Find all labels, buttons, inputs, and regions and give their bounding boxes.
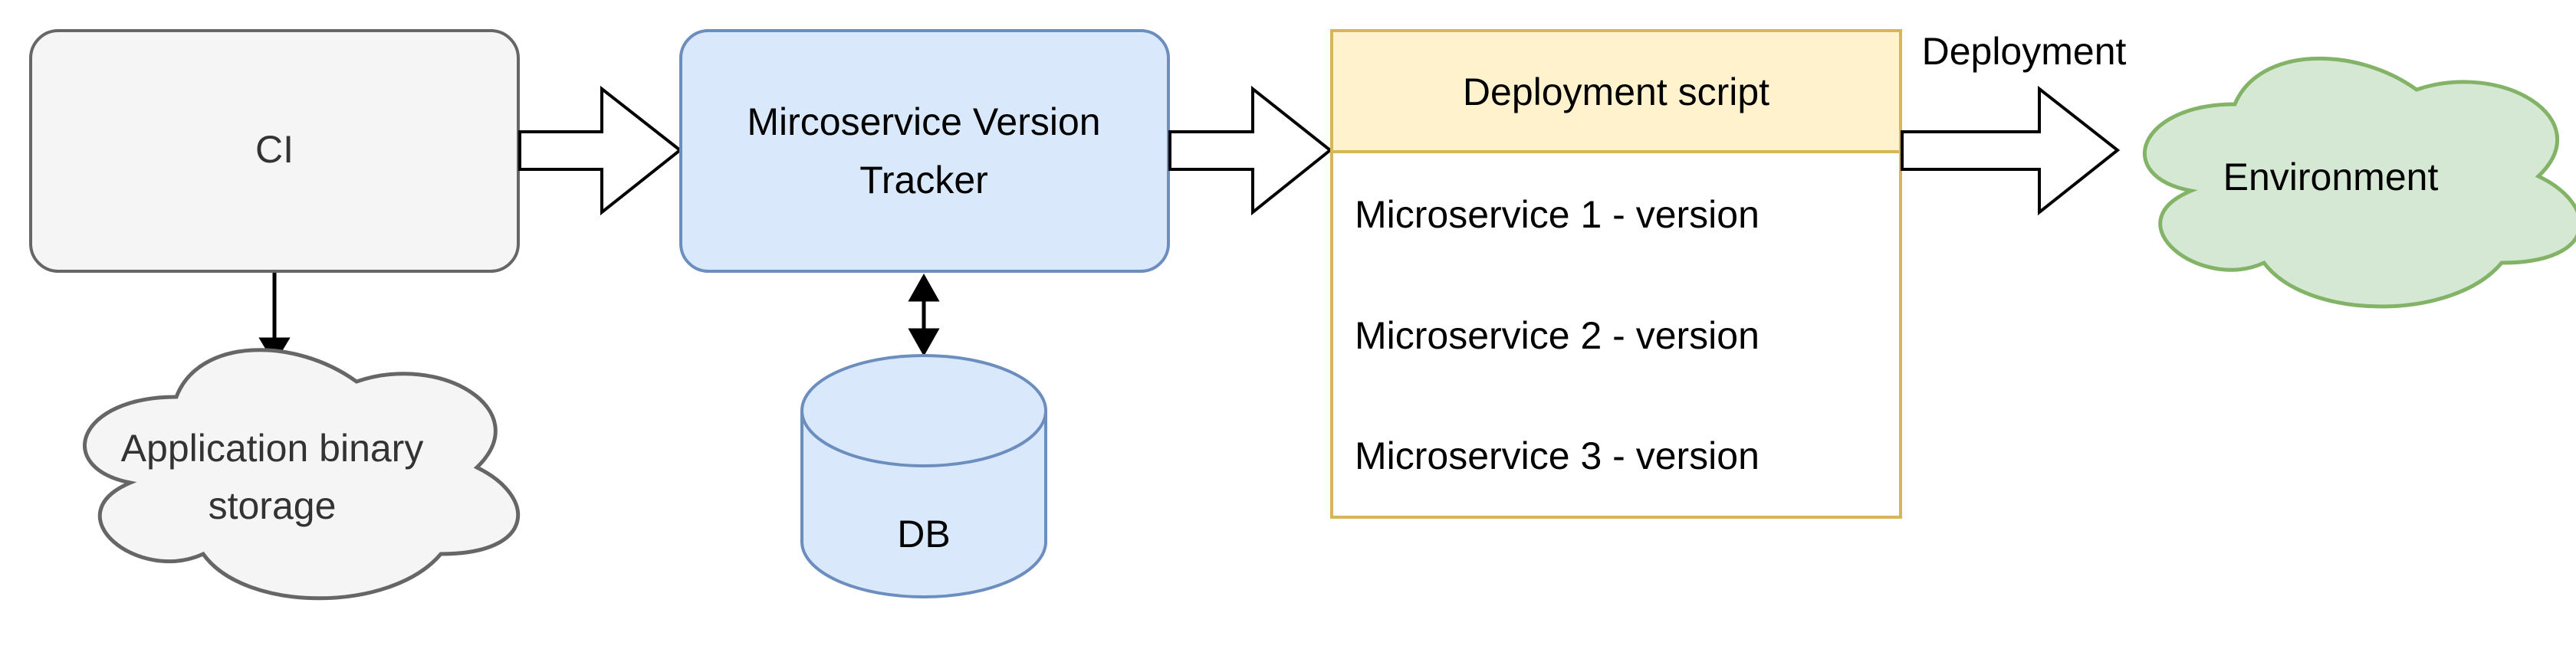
db-node[interactable]: DB [800,354,1047,598]
storage-label-line2: storage [209,484,337,527]
arrow-ci-to-tracker [518,85,683,216]
tracker-node[interactable]: Mircoservice Version Tracker [679,29,1170,273]
tracker-label-line2: Tracker [859,159,988,202]
arrow-script-to-environment [1901,85,2121,216]
arrow-tracker-to-script [1168,85,1333,216]
db-label: DB [897,513,950,556]
environment-node[interactable]: Environment [2143,56,2576,309]
deployment-script-node[interactable]: Deployment script Microservice 1 - versi… [1330,29,1902,519]
deployment-script-row: Microservice 3 - version [1355,434,1760,477]
ci-label: CI [255,128,294,171]
deployment-script-row: Microservice 1 - version [1355,193,1760,236]
deployment-script-header [1330,29,1902,153]
deployment-edge-label: Deployment [1922,30,2127,73]
ci-node[interactable]: CI [29,29,520,273]
environment-label: Environment [2223,156,2439,198]
arrow-tracker-db-bidirectional [908,273,940,357]
deployment-script-title: Deployment script [1463,70,1769,113]
tracker-label-line1: Mircoservice Version [747,100,1100,143]
deployment-script-row: Microservice 2 - version [1355,314,1760,357]
application-binary-storage-node[interactable]: Application binary storage [83,348,520,601]
storage-label-line1: Application binary [121,427,424,470]
